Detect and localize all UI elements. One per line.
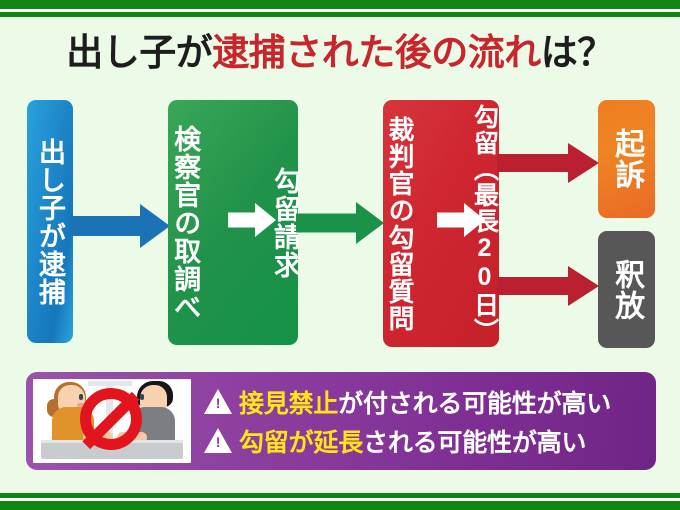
arrow-shaft xyxy=(497,277,569,295)
notice-line-1: 接見禁止 が付される可能性が高い xyxy=(204,384,648,420)
arrow-head xyxy=(568,143,599,183)
page-title-lead: 出し子が xyxy=(66,32,213,73)
arrow-head xyxy=(568,266,599,306)
arrow-head xyxy=(464,203,485,237)
notice-line-2: 勾留が延長 される可能性が高い xyxy=(204,423,648,459)
bottom-border-stripe-thick xyxy=(0,501,680,510)
woman-cheek xyxy=(77,403,84,407)
table xyxy=(41,443,183,459)
flow-box-arrest-label: 出し子が逮捕 xyxy=(35,137,66,306)
page-title: 出し子が逮捕された後の流れは？ xyxy=(0,22,680,76)
notice-text-lines: 接見禁止 が付される可能性が高い 勾留が延長 される可能性が高い xyxy=(191,384,656,459)
flow-box-judge-inner: 裁判官の勾留質問 xyxy=(383,100,416,347)
flow-box-indict[interactable]: 起訴 xyxy=(598,100,655,218)
notice-line-1-highlight: 接見禁止 xyxy=(239,389,339,418)
notice-panel: 接見禁止 が付される可能性が高い 勾留が延長 される可能性が高い xyxy=(26,372,656,470)
bottom-border-stripe-thin xyxy=(0,493,680,498)
flow-box-detention[interactable]: 勾留（最長20日） xyxy=(470,100,499,347)
arrow-shaft xyxy=(497,154,569,172)
arrow-head xyxy=(140,204,170,248)
man-eye xyxy=(140,394,144,400)
woman-eye xyxy=(79,394,83,400)
prohibition-sign-icon xyxy=(80,388,142,450)
flow-box-judge-label: 裁判官の勾留質問 xyxy=(385,115,416,332)
warning-triangle-icon xyxy=(204,389,232,414)
arrow-head xyxy=(356,202,384,244)
arrow-judge-to-detention xyxy=(437,203,485,237)
arrow-detention-to-release xyxy=(497,266,599,306)
arrow-shaft xyxy=(71,216,143,236)
arrow-shaft xyxy=(437,212,467,228)
visitation-prohibited-illustration xyxy=(33,379,191,463)
page-title-tail: は？ xyxy=(540,32,615,73)
arrow-arrest-to-prosecutor xyxy=(71,204,170,248)
flow-box-release[interactable]: 釈放 xyxy=(598,231,655,348)
arrow-head xyxy=(255,203,276,237)
arrow-shaft xyxy=(296,213,358,233)
flow-box-indict-label: 起訴 xyxy=(610,128,644,190)
bottom-border-gap xyxy=(0,498,680,501)
flow-box-detention-request-label: 勾留請求 xyxy=(272,166,298,279)
top-border-gap xyxy=(0,9,680,12)
flow-box-prosecutor-label: 検察官の取調べ xyxy=(170,124,201,321)
warning-triangle-icon xyxy=(204,428,232,453)
notice-line-2-rest: される可能性が高い xyxy=(363,428,587,457)
flow-box-detention-label: 勾留（最長20日） xyxy=(470,103,499,344)
arrow-request-to-judge xyxy=(296,202,384,244)
arrow-shaft xyxy=(228,212,258,228)
top-border-stripe-thin xyxy=(0,12,680,17)
arrow-prosecutor-to-request xyxy=(228,203,276,237)
notice-line-2-highlight: 勾留が延長 xyxy=(239,428,364,457)
flow-box-release-label: 釈放 xyxy=(610,258,644,321)
flow-box-arrest[interactable]: 出し子が逮捕 xyxy=(27,100,73,343)
flow-box-prosecutor-inner: 検察官の取調べ xyxy=(168,100,201,345)
flow-box-detention-request[interactable]: 勾留請求 xyxy=(272,100,298,345)
top-border-stripe-thick xyxy=(0,0,680,9)
arrow-detention-to-indict xyxy=(497,143,599,183)
notice-line-1-rest: が付される可能性が高い xyxy=(338,389,612,418)
page-title-highlight: 逮捕された後の流れ xyxy=(212,32,541,73)
